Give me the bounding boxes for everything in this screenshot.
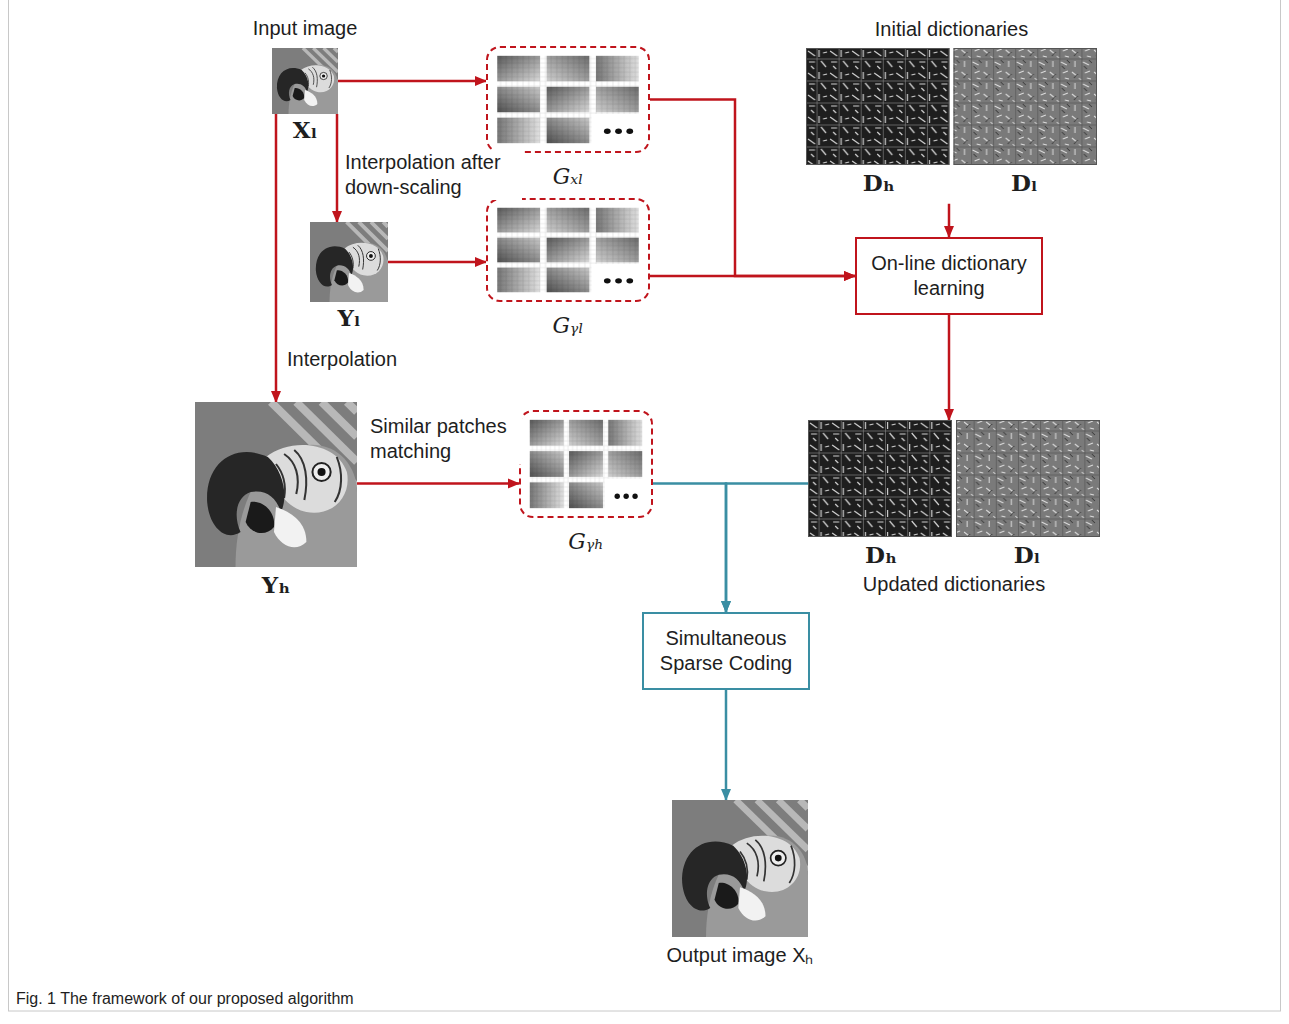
node-label: Updated dictionaries [863, 572, 1045, 597]
math-label: Yₗ [337, 304, 360, 333]
node-label: Simultaneous Sparse Coding [654, 626, 798, 676]
edge-label: Interpolation [285, 347, 399, 372]
dashed-frame [486, 46, 650, 153]
dashed-frame [519, 410, 653, 518]
dictionary-label: Dₕ [808, 541, 954, 570]
parrot-image [195, 402, 357, 567]
parrot-picture [672, 800, 808, 937]
math-label: Gᵧₕ [568, 528, 603, 556]
parrot-picture [195, 402, 357, 567]
dictionary-atoms [806, 48, 1097, 165]
patch-group: Gₓₗ [486, 46, 650, 191]
atom-grid [806, 48, 1097, 165]
flow-arrow [338, 80, 486, 83]
dictionary-atoms [808, 420, 1100, 537]
parrot-image [672, 800, 808, 937]
patch-group: Gᵧₗ [486, 198, 650, 340]
node-label: On-line dictionary learning [867, 251, 1031, 301]
flow-arrow [650, 275, 855, 278]
flow-arrow [948, 204, 951, 237]
flow-arrow [653, 483, 726, 612]
math-label: Gₓₗ [553, 163, 584, 191]
dictionary-pair: DₕDₗUpdated dictionaries [808, 420, 1100, 597]
figure-frame [9, 0, 1281, 1011]
flow-arrow [336, 114, 339, 222]
math-label: Gᵧₗ [552, 312, 583, 340]
patch-thumbnails [495, 206, 641, 294]
input-image: Input imageXₗ [253, 16, 358, 145]
process-box: Simultaneous Sparse Coding [642, 612, 810, 690]
figure-caption: Fig. 1 The framework of our proposed alg… [16, 990, 354, 1008]
edge-label: Similar patches matching [368, 414, 522, 464]
dictionary-pair: Initial dictionariesDₕDₗ [806, 17, 1097, 198]
patch-thumbnails [495, 54, 641, 145]
patch-thumbnails [528, 418, 644, 510]
parrot-image [310, 222, 388, 302]
flow-arrow [948, 315, 951, 420]
label-row: DₕDₗ [806, 165, 1097, 198]
flow-arrow [725, 690, 728, 800]
downscaled-image: Yₗ [310, 222, 388, 333]
math-label: Xₗ [293, 116, 318, 145]
patch-grid [497, 208, 641, 294]
interpolated-image: Yₕ [195, 402, 357, 600]
flow-arrow [275, 114, 278, 402]
node-label: Output image Xₕ [667, 943, 814, 968]
edge-label: Interpolation after down-scaling [343, 150, 522, 200]
dictionary-label: Dₗ [952, 169, 1098, 198]
flow-arrow [388, 261, 486, 264]
dictionary-label: Dₗ [954, 541, 1100, 570]
flow-arrow [726, 483, 808, 612]
patch-grid [530, 420, 644, 510]
label-row: DₕDₗ [808, 537, 1100, 570]
node-label: Input image [253, 16, 358, 41]
patch-grid [497, 56, 641, 145]
patch-group: Gᵧₕ [519, 410, 653, 556]
flow-arrow [650, 100, 855, 277]
process-box: On-line dictionary learning [855, 237, 1043, 315]
parrot-picture [272, 48, 338, 114]
parrot-picture [310, 222, 388, 302]
math-label: Yₕ [262, 571, 290, 600]
flow-arrow [357, 482, 519, 485]
dictionary-label: Dₕ [806, 169, 952, 198]
dashed-frame [486, 198, 650, 302]
atom-grid [808, 420, 1100, 537]
parrot-image [272, 48, 338, 114]
node-label: Initial dictionaries [875, 17, 1028, 42]
output-image: Output image Xₕ [667, 800, 814, 968]
